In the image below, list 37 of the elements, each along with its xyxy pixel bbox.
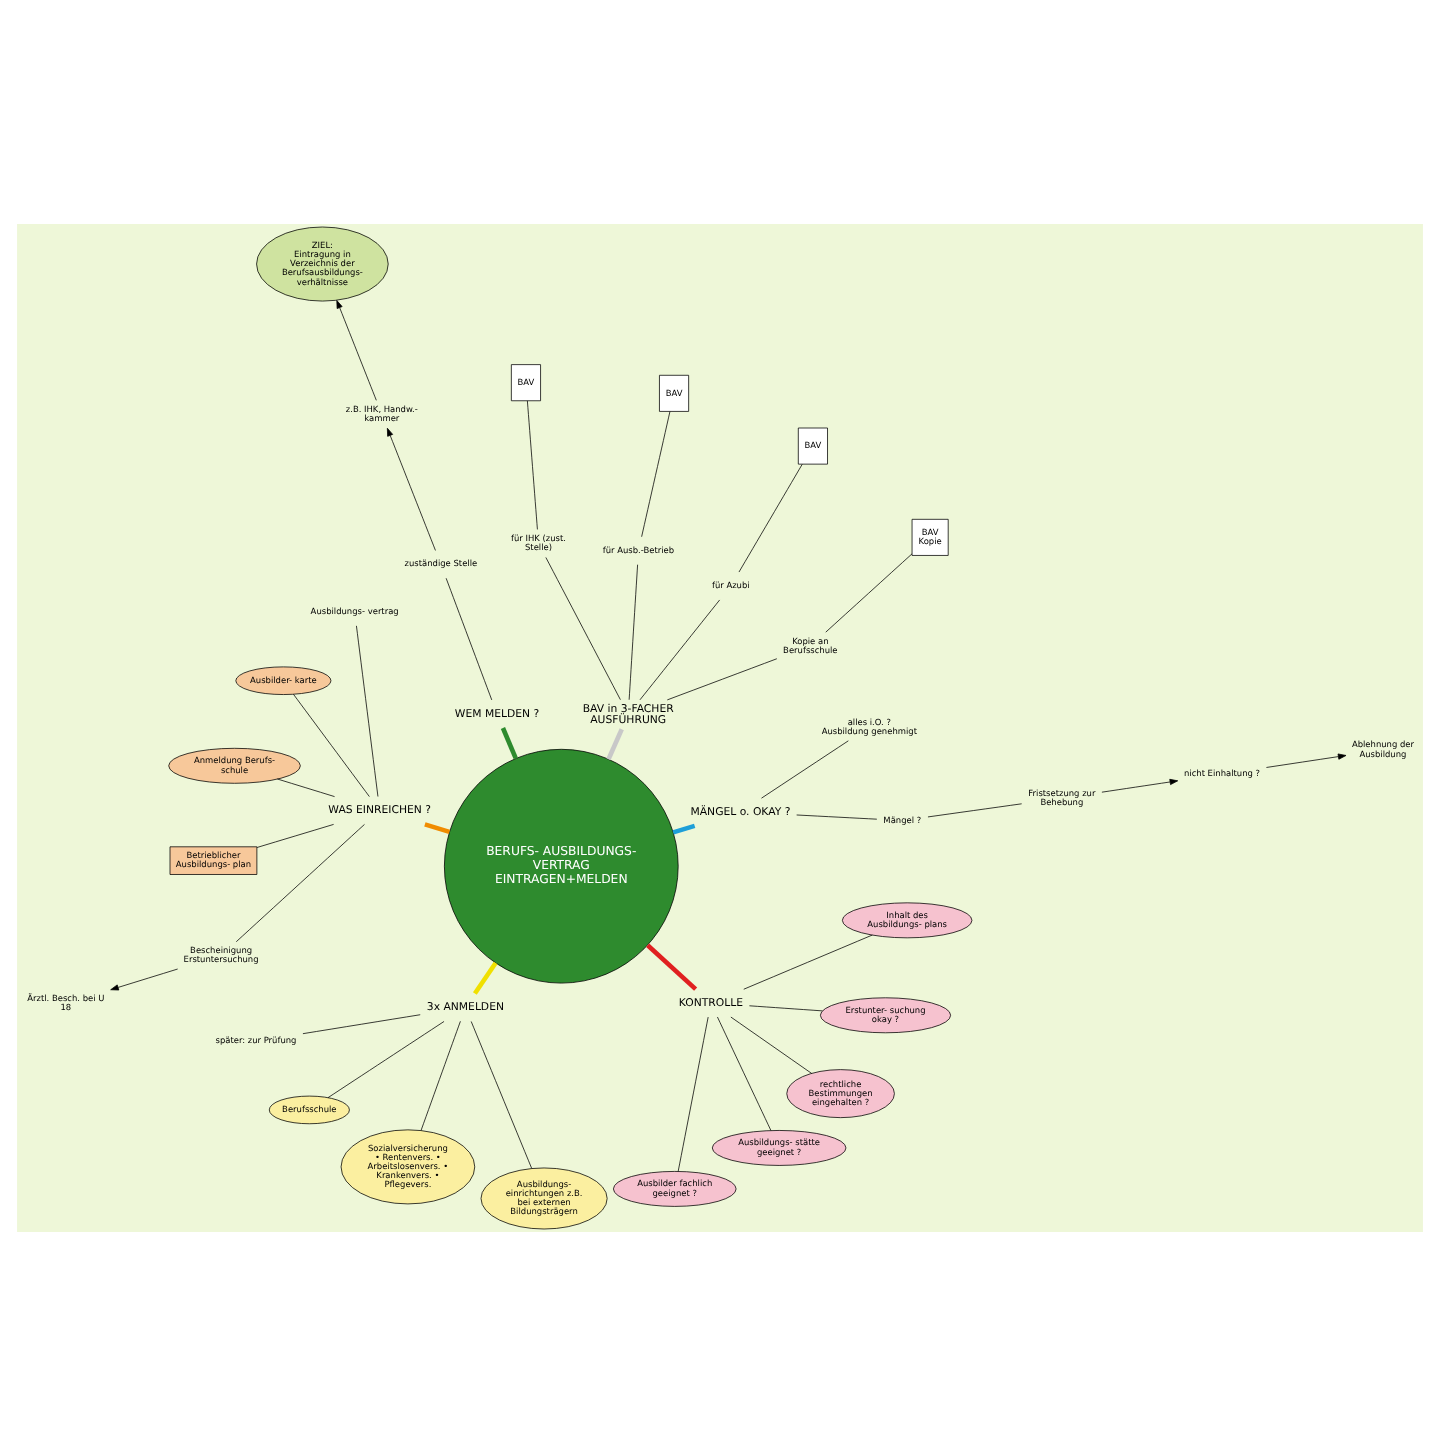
- arrow: [336, 300, 377, 401]
- connector: [424, 822, 451, 835]
- connector: [743, 934, 873, 990]
- connector: [277, 778, 335, 797]
- connector: [420, 1020, 461, 1131]
- connector: [445, 577, 493, 701]
- connector: [666, 658, 778, 701]
- connector: [639, 599, 721, 701]
- connector: [235, 824, 365, 943]
- connector: [293, 693, 370, 797]
- connector: [796, 814, 878, 820]
- connector: [672, 823, 696, 835]
- connector: [761, 740, 849, 799]
- connector: [527, 400, 538, 530]
- connector: [470, 1021, 533, 1169]
- connector: [302, 1014, 421, 1035]
- connector: [327, 1021, 445, 1099]
- arrow: [386, 427, 436, 551]
- connector: [628, 564, 638, 701]
- connector: [825, 553, 913, 633]
- connector: [472, 961, 498, 995]
- connector: [641, 411, 671, 538]
- arrow: [1101, 778, 1179, 793]
- connector: [730, 1016, 813, 1074]
- connector: [738, 463, 803, 573]
- connector: [500, 727, 518, 760]
- connector: [717, 1016, 772, 1131]
- connector: [545, 557, 621, 701]
- arrow: [110, 968, 179, 991]
- connector: [749, 1005, 823, 1012]
- connector: [646, 943, 698, 991]
- connector: [927, 803, 1023, 818]
- connector: [256, 824, 334, 848]
- connector: [677, 1016, 709, 1172]
- connector: [606, 728, 624, 761]
- arrow: [1266, 753, 1347, 768]
- connector: [356, 625, 379, 797]
